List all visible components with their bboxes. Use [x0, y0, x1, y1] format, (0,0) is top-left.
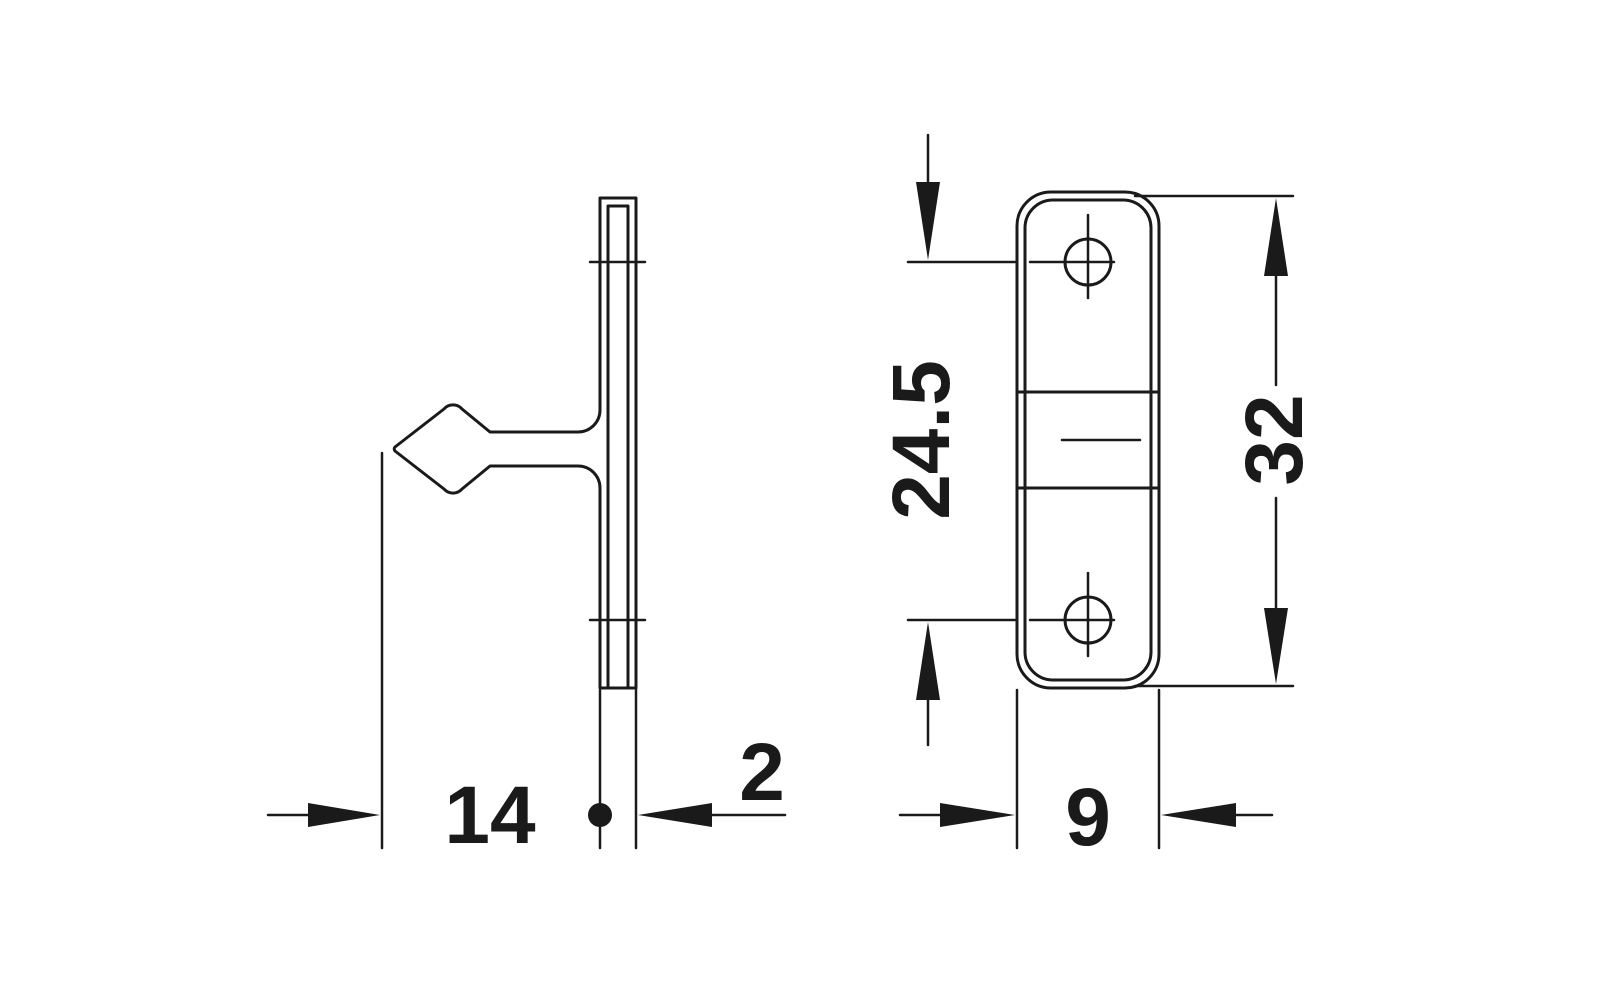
side-view-profile [392, 196, 638, 690]
front-view-plate-inner [1023, 198, 1153, 682]
dim-32-label: 32 [1229, 394, 1320, 485]
dim-2-arrowhead [638, 803, 712, 827]
dim-24-5-label: 24.5 [876, 360, 967, 520]
front-view: 24.5 32 9 [876, 133, 1320, 863]
dim-24-5-arrowhead-bottom [916, 622, 940, 700]
side-view: 14 2 [266, 196, 787, 861]
dim-2-label: 2 [739, 727, 785, 818]
dim-9-label: 9 [1065, 772, 1111, 863]
dim-32-arrowhead-bottom [1264, 608, 1288, 684]
dim-9-arrowhead-right [1161, 803, 1236, 827]
front-view-plate-outline [1015, 190, 1161, 690]
dim-14-arrowhead [308, 803, 380, 827]
dim-32-arrowhead-top [1264, 198, 1288, 276]
dim-14-label: 14 [444, 770, 536, 861]
dim-9-arrowhead-left [940, 803, 1015, 827]
side-view-inner-line [606, 204, 630, 690]
dim-24-5-arrowhead-top [916, 182, 940, 260]
dim-2-reference-dot [588, 803, 612, 827]
